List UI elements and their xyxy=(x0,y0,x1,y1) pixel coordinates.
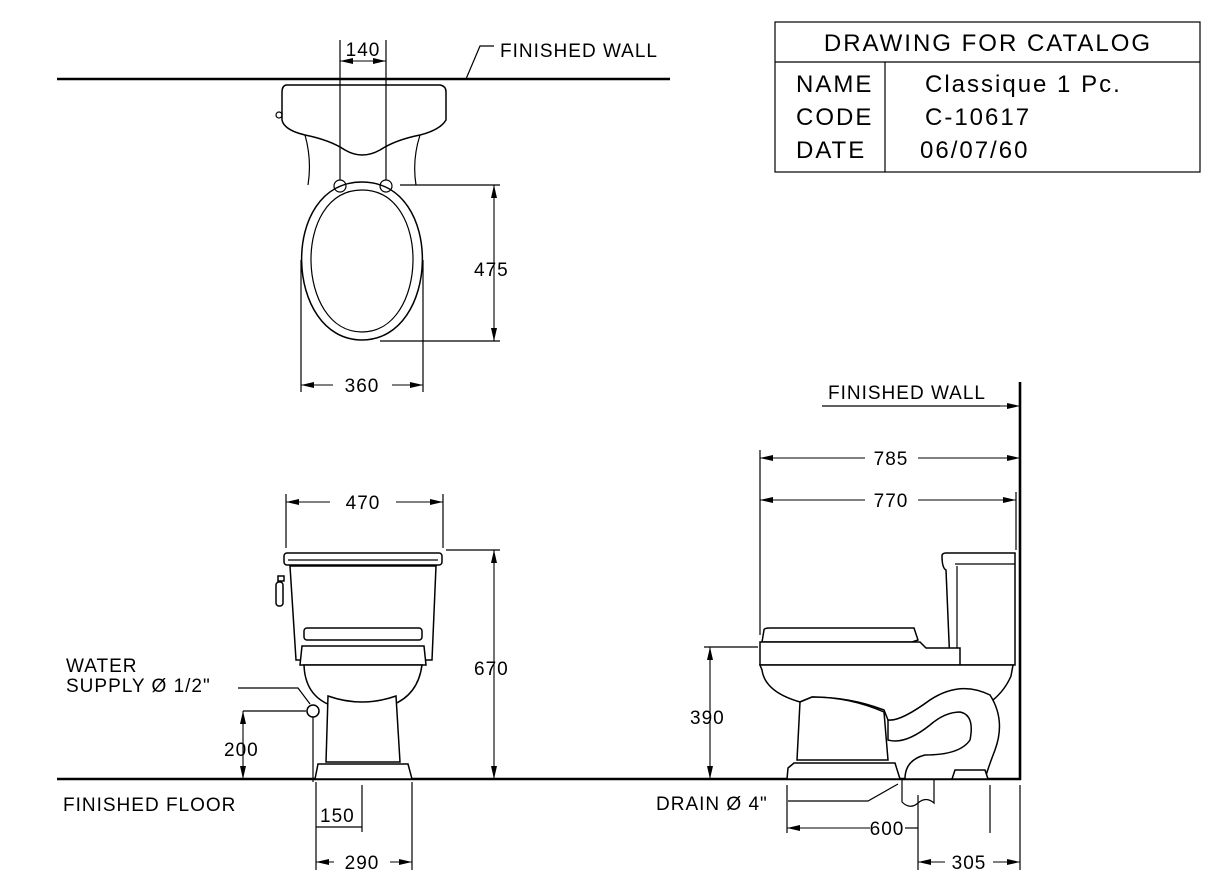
finished-wall-label-top: FINISHED WALL xyxy=(500,41,658,62)
tank-side xyxy=(941,552,1016,666)
drain-label: DRAIN Ø 4" xyxy=(656,794,768,815)
trapway xyxy=(887,687,1001,780)
dim-140: 140 xyxy=(346,40,381,61)
dim-600: 600 xyxy=(870,819,905,840)
dim-305: 305 xyxy=(952,853,987,874)
title-block: DRAWING FOR CATALOG NAME Classique 1 Pc.… xyxy=(774,21,1201,173)
seat-front xyxy=(303,627,423,641)
title-heading: DRAWING FOR CATALOG xyxy=(824,30,1152,57)
water-supply-label-2: SUPPLY Ø 1/2" xyxy=(66,676,211,697)
date-value: 06/07/60 xyxy=(920,137,1029,164)
name-label: NAME xyxy=(796,71,873,98)
seat-side xyxy=(761,627,919,643)
dim-200: 200 xyxy=(224,740,259,761)
date-label: DATE xyxy=(796,137,866,164)
water-supply-inlet xyxy=(306,704,320,718)
pedestal-front xyxy=(325,694,401,763)
flush-handle xyxy=(275,581,284,607)
dim-390: 390 xyxy=(690,708,725,729)
bowl-outline-top xyxy=(300,181,424,341)
dim-475: 475 xyxy=(474,260,509,281)
code-label: CODE xyxy=(796,104,873,131)
finished-floor-label: FINISHED FLOOR xyxy=(63,795,236,816)
finished-wall-label-side: FINISHED WALL xyxy=(828,383,986,404)
code-value: C-10617 xyxy=(925,104,1031,131)
dim-785: 785 xyxy=(874,449,909,470)
pedestal-side xyxy=(796,696,889,761)
dim-290: 290 xyxy=(345,853,380,874)
dim-770: 770 xyxy=(874,491,909,512)
side-view: FINISHED WALL 785 770 390 DRAIN Ø 4" 600 xyxy=(656,383,1021,874)
tank-top xyxy=(281,84,447,156)
dim-360: 360 xyxy=(345,376,380,397)
dim-470: 470 xyxy=(346,493,381,514)
dim-670: 670 xyxy=(474,659,509,680)
top-view: FINISHED WALL 140 475 360 xyxy=(57,40,670,397)
water-supply-label-1: WATER xyxy=(66,656,138,677)
dim-150: 150 xyxy=(320,806,355,827)
name-value: Classique 1 Pc. xyxy=(925,71,1122,98)
front-view: 470 670 200 WATER SUPPLY Ø 1/2" 150 290 xyxy=(66,493,509,874)
